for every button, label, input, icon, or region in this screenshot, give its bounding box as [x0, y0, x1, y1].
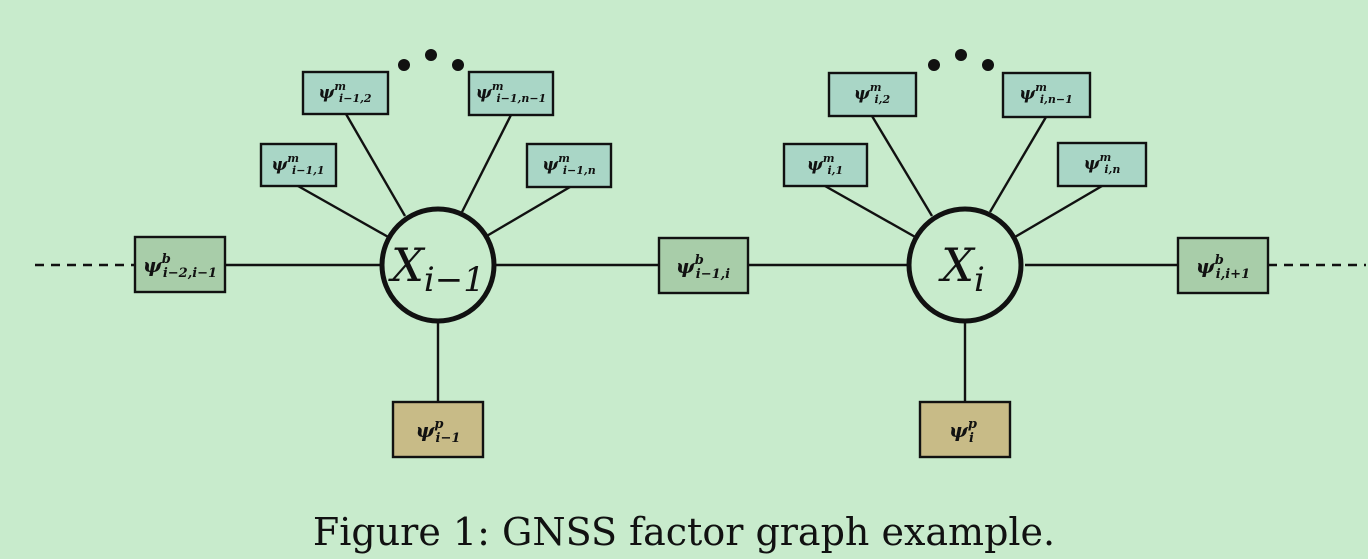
- svg-text:ψpi−1: ψpi−1: [416, 417, 461, 446]
- factor-box: [657, 236, 750, 295]
- edge-x-prev-to-meas-nm1: [460, 114, 513, 213]
- factor-box: [1056, 141, 1148, 188]
- factor-box: [918, 400, 1012, 459]
- svg-text:ψbi−1,i: ψbi−1,i: [676, 253, 730, 282]
- edge-x-curr-to-meas-2: [870, 115, 934, 217]
- svg-text:ψmi−1,1: ψmi−1,1: [271, 152, 324, 177]
- ellipsis-dots-left: [398, 49, 464, 71]
- svg-text:ψmi−1,n: ψmi−1,n: [542, 152, 596, 177]
- factor-box: [301, 70, 390, 116]
- variable-node-x-curr[interactable]: Xi: [906, 206, 1024, 324]
- svg-text:ψbi,i+1: ψbi,i+1: [1196, 253, 1250, 282]
- factor-box: [259, 142, 338, 188]
- factor-box: [467, 70, 555, 117]
- variable-node-x-prev[interactable]: Xi−1: [379, 206, 497, 324]
- svg-text:ψmi,n: ψmi,n: [1084, 151, 1121, 176]
- figure-caption: Figure 1: GNSS factor graph example.: [312, 510, 1056, 554]
- svg-text:Xi: Xi: [938, 238, 985, 300]
- edge-x-prev-to-meas-2: [344, 113, 407, 217]
- svg-text:ψmi,1: ψmi,1: [807, 152, 843, 177]
- var-subscript: i−1: [424, 260, 485, 300]
- factor-box: [782, 142, 869, 188]
- svg-text:Xi−1: Xi−1: [388, 238, 485, 300]
- graph-edges: [35, 113, 1366, 402]
- factor-box: [525, 142, 613, 189]
- var-subscript: i: [974, 260, 985, 300]
- svg-text:ψmi−1,n−1: ψmi−1,n−1: [476, 80, 546, 105]
- edge-x-prev-to-meas-1: [297, 184, 391, 240]
- svg-text:ψmi,2: ψmi,2: [854, 81, 891, 106]
- ellipsis-dots-right: [928, 49, 994, 71]
- factor-box: [827, 71, 918, 118]
- svg-text:ψbi−2,i−1: ψbi−2,i−1: [143, 252, 217, 281]
- factor-box: [1176, 236, 1270, 295]
- edge-x-curr-to-meas-nm1: [988, 116, 1048, 213]
- edge-x-prev-to-meas-n: [484, 185, 571, 239]
- edge-x-curr-to-meas-1: [824, 184, 918, 240]
- edge-x-curr-to-meas-n: [1014, 184, 1103, 239]
- svg-text:ψmi,n−1: ψmi,n−1: [1019, 81, 1073, 106]
- factor-box: [391, 400, 485, 459]
- var-base: X: [388, 238, 426, 292]
- var-base: X: [938, 238, 976, 292]
- factor-box: [133, 235, 227, 294]
- factor-box: [1001, 71, 1092, 119]
- svg-text:ψpi: ψpi: [949, 417, 977, 446]
- svg-text:ψmi−1,2: ψmi−1,2: [318, 80, 372, 105]
